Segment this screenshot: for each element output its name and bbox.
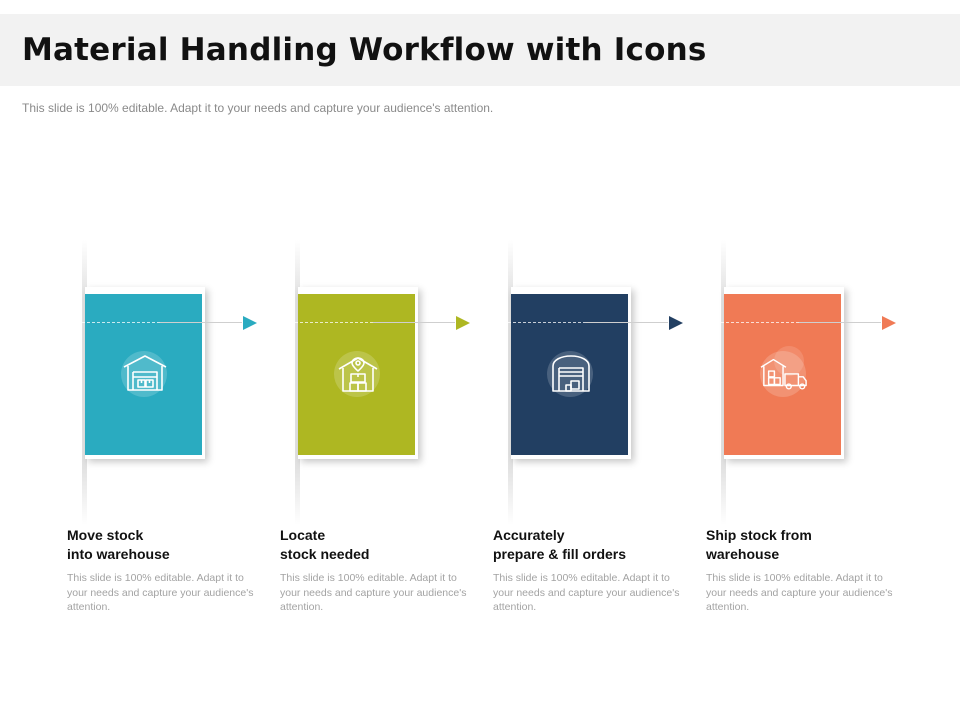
step-divider [295,240,300,525]
step-title: Move stock into warehouse [67,527,170,562]
step-description: This slide is 100% editable. Adapt it to… [67,572,254,613]
step-divider [508,240,513,525]
step-card [85,287,205,459]
step-color-panel [511,294,628,455]
step-divider [721,240,726,525]
step-move-stock: Move stock into warehouse This slide is … [67,240,287,640]
step-ship-stock: Ship stock from warehouse This slide is … [706,240,926,640]
step-card [511,287,631,459]
delivery-truck-icon [760,358,807,390]
flow-arrow-icon [669,316,683,330]
flow-connector [82,322,252,323]
step-description: This slide is 100% editable. Adapt it to… [280,572,467,613]
flow-arrow-icon [882,316,896,330]
flow-connector [721,322,891,323]
step-card [724,287,844,459]
flow-arrow-icon [243,316,257,330]
flow-arrow-icon [456,316,470,330]
step-description: This slide is 100% editable. Adapt it to… [706,572,893,613]
slide-subtitle: This slide is 100% editable. Adapt it to… [22,101,494,115]
slide-title: Material Handling Workflow with Icons [22,32,707,68]
warehouse-icon [123,355,167,391]
flow-connector [508,322,678,323]
title-bar [0,14,960,86]
warehouse-location-icon [338,357,378,392]
step-divider [82,240,87,525]
step-card [298,287,418,459]
flow-connector [295,322,465,323]
icon-glow [547,351,593,397]
warehouse-door-icon [552,355,590,392]
step-title: Locate stock needed [280,527,370,562]
step-prepare-orders: Accurately prepare & fill orders This sl… [493,240,713,640]
step-title: Accurately prepare & fill orders [493,527,627,562]
step-description: This slide is 100% editable. Adapt it to… [493,572,680,613]
step-color-panel [85,294,202,455]
icon-glow [774,346,804,376]
step-color-panel [298,294,415,455]
step-color-panel [724,294,841,455]
step-title: Ship stock from warehouse [706,527,812,562]
step-locate-stock: Locate stock needed This slide is 100% e… [280,240,500,640]
